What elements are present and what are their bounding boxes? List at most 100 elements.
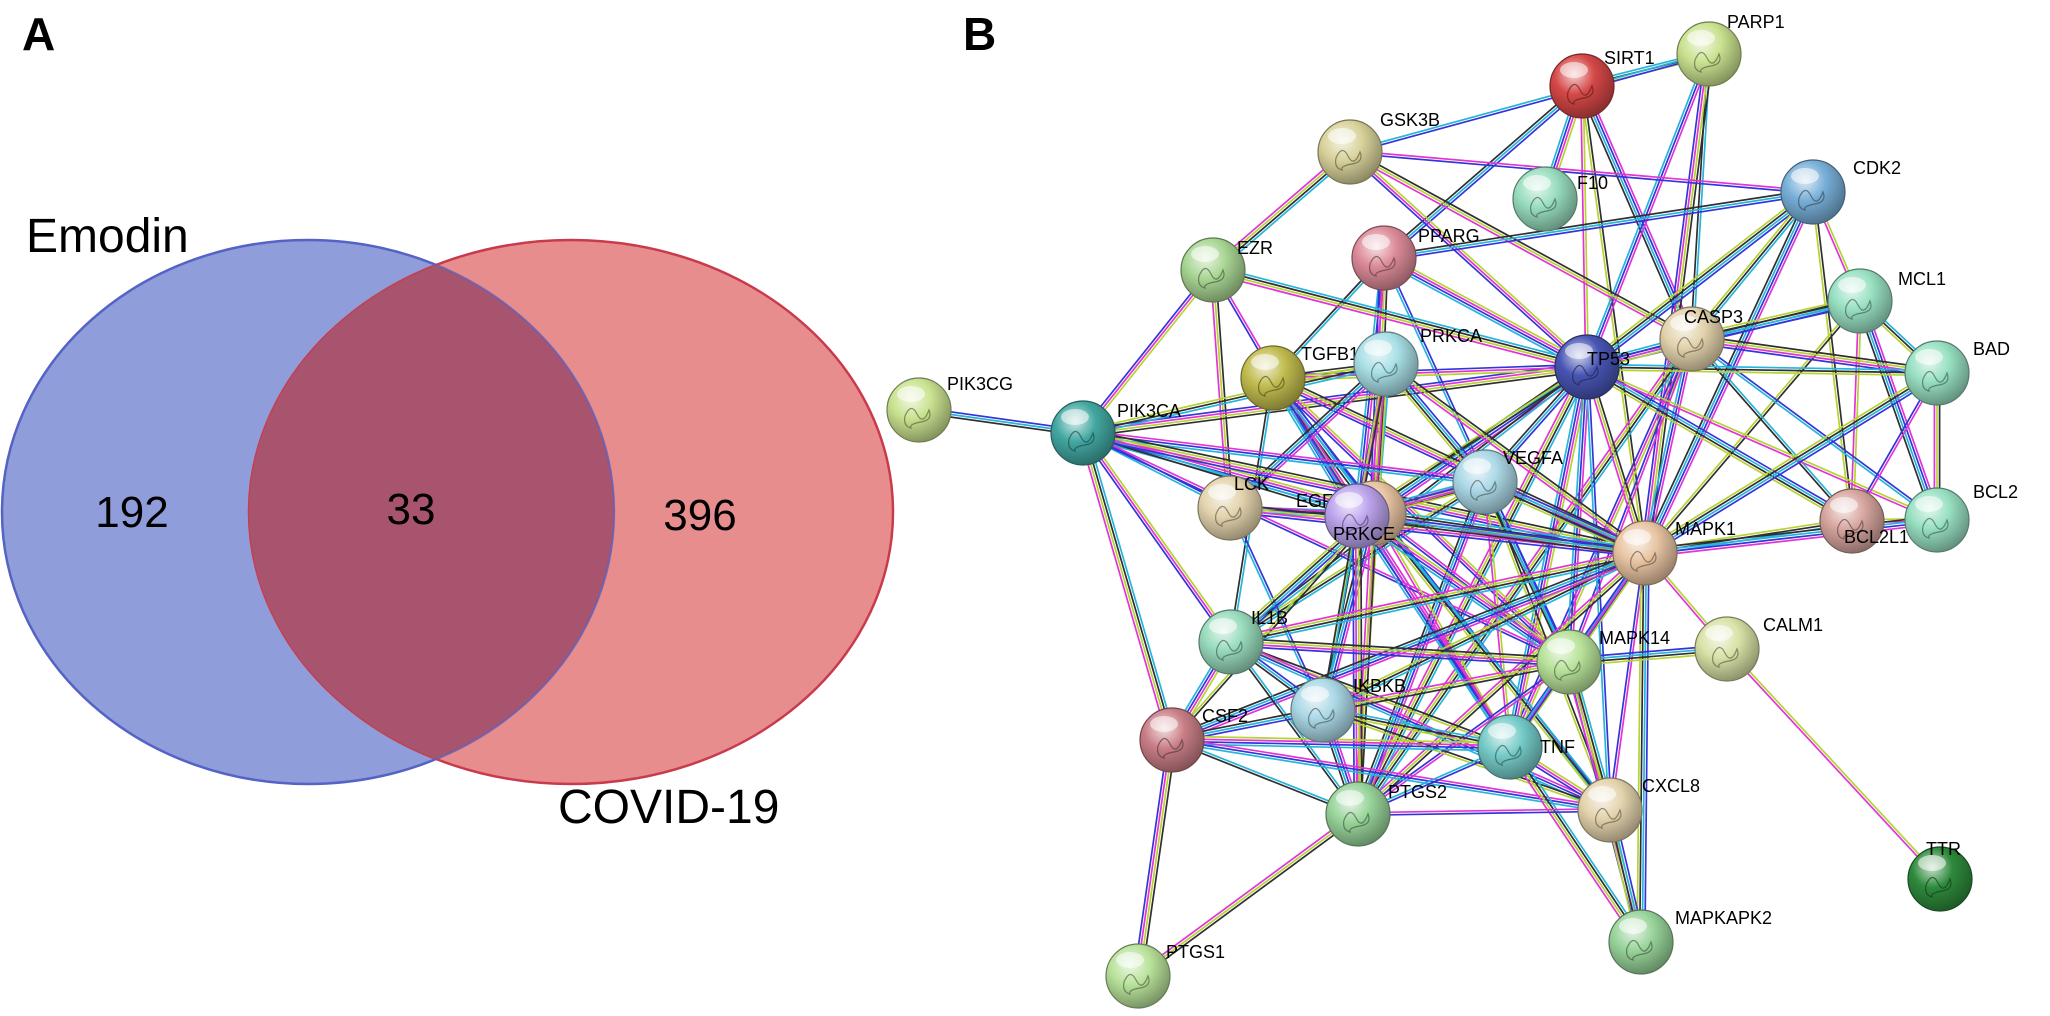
edge-strand xyxy=(1212,270,1587,370)
edge-prkca-mapk1 xyxy=(1383,361,1648,556)
node-ptgs2[interactable]: PTGS2 xyxy=(1325,781,1447,847)
edge-tp53-bad xyxy=(1586,363,1938,377)
node-prkce[interactable]: PRKCE xyxy=(1324,483,1395,549)
node-sirt1[interactable]: SIRT1 xyxy=(1549,48,1655,119)
node-highlight xyxy=(1364,340,1392,356)
edge-strand xyxy=(1133,739,1169,976)
node-highlight xyxy=(1208,484,1236,500)
edge-strand xyxy=(1349,151,1588,368)
node-parp1[interactable]: PARP1 xyxy=(1676,12,1785,87)
node-mapk14[interactable]: MAPK14 xyxy=(1536,628,1670,695)
node-bcl2l1[interactable]: BCL2L1 xyxy=(1819,488,1909,554)
node-f10[interactable]: F10 xyxy=(1512,166,1608,232)
protein-structure-icon xyxy=(1845,298,1872,320)
covid19-only-count: 396 xyxy=(663,491,736,540)
node-prkca[interactable]: PRKCA xyxy=(1353,326,1482,397)
protein-structure-icon xyxy=(1343,811,1370,833)
node-lck[interactable]: LCK xyxy=(1197,474,1269,541)
node-pik3cg[interactable]: PIK3CG xyxy=(886,374,1013,443)
edge-strand xyxy=(1138,740,1175,977)
edge-strand xyxy=(1691,339,1937,376)
edge-strand xyxy=(1384,193,1814,262)
edge-strand xyxy=(1084,431,1234,641)
edge-strand xyxy=(1355,550,1644,813)
node-highlight xyxy=(1687,30,1715,46)
node-tgfb1[interactable]: TGFB1 xyxy=(1240,344,1359,411)
node-tp53[interactable]: TP53 xyxy=(1554,334,1630,400)
node-casp3[interactable]: CASP3 xyxy=(1659,306,1743,372)
node-highlight xyxy=(1335,492,1363,508)
edge-csf2-ptgs1 xyxy=(1133,739,1177,977)
edge-strand xyxy=(1644,338,1693,554)
edge-strand xyxy=(1588,194,1816,371)
node-gsk3b[interactable]: GSK3B xyxy=(1317,110,1440,185)
node-label: PRKCA xyxy=(1420,326,1482,346)
node-ezr[interactable]: EZR xyxy=(1180,237,1273,303)
edge-strand xyxy=(1171,741,1610,814)
edge-strand xyxy=(1171,740,1358,816)
node-vegfa[interactable]: VEGFA xyxy=(1452,448,1563,515)
node-cxcl8[interactable]: CXCL8 xyxy=(1577,776,1700,843)
edge-strand xyxy=(1646,339,1696,554)
node-mapk1[interactable]: MAPK1 xyxy=(1612,519,1736,586)
protein-structure-icon xyxy=(1342,513,1369,535)
network-edges xyxy=(918,50,1942,979)
node-mcl1[interactable]: MCL1 xyxy=(1827,268,1946,334)
edge-strand xyxy=(1171,743,1510,752)
edge-strand xyxy=(1506,748,1639,945)
node-ttr[interactable]: TTR xyxy=(1907,839,1973,912)
edge-strand xyxy=(1645,301,1862,555)
node-highlight xyxy=(1362,234,1390,250)
node-calm1[interactable]: CALM1 xyxy=(1694,615,1823,682)
node-highlight xyxy=(1560,62,1588,78)
edge-strand xyxy=(1135,811,1357,975)
edge-strand xyxy=(1135,739,1172,976)
edge-gsk3b-tp53 xyxy=(1347,149,1590,370)
edge-strand xyxy=(1359,554,1648,817)
protein-structure-icon xyxy=(1198,267,1225,289)
edge-strand xyxy=(1691,342,1937,378)
node-label: CALM1 xyxy=(1763,615,1823,635)
edge-pik3ca-prkce xyxy=(1082,430,1358,519)
node-pik3ca[interactable]: PIK3CA xyxy=(1050,400,1181,466)
node-ptgs1[interactable]: PTGS1 xyxy=(1105,942,1225,1009)
edge-strand xyxy=(1860,300,1940,520)
edge-strand xyxy=(1584,369,1851,526)
node-il1b[interactable]: IL1B xyxy=(1198,608,1288,675)
edge-gsk3b-casp3 xyxy=(1348,148,1694,343)
node-highlight xyxy=(1116,952,1144,968)
protein-structure-icon xyxy=(1554,659,1581,681)
node-highlight xyxy=(1915,349,1943,365)
edge-strand xyxy=(1082,362,1587,430)
edge-strand xyxy=(1646,375,1940,558)
edge-strand xyxy=(1358,810,1611,817)
edge-strand xyxy=(1170,511,1374,740)
panel-letter-b: B xyxy=(963,8,996,60)
node-label: IKBKB xyxy=(1353,676,1406,696)
protein-structure-icon xyxy=(1371,361,1398,383)
edge-strand xyxy=(1582,85,1648,553)
node-pparg[interactable]: PPARG xyxy=(1351,225,1480,291)
node-bad[interactable]: BAD xyxy=(1904,339,2010,406)
node-label: CASP3 xyxy=(1684,307,1743,327)
node-csf2[interactable]: CSF2 xyxy=(1139,706,1248,773)
edge-strand xyxy=(1508,747,1641,944)
node-ikbkb[interactable]: IKBKB xyxy=(1290,676,1406,743)
node-mapkapk2[interactable]: MAPKAPK2 xyxy=(1608,908,1772,975)
node-highlight xyxy=(1191,246,1219,262)
node-label: MCL1 xyxy=(1898,269,1946,289)
edge-strand xyxy=(1852,301,1863,522)
emodin-only-count: 192 xyxy=(95,488,168,537)
edge-mcl1-mapk1 xyxy=(1643,299,1862,555)
node-highlight xyxy=(1705,625,1733,641)
edge-strand xyxy=(1584,367,1610,811)
node-highlight xyxy=(1328,128,1356,144)
node-bcl2[interactable]: BCL2 xyxy=(1904,482,2018,553)
edge-strand xyxy=(1580,86,1692,340)
protein-structure-icon xyxy=(1626,939,1653,961)
node-tnf[interactable]: TNF xyxy=(1477,714,1575,780)
node-cdk2[interactable]: CDK2 xyxy=(1780,158,1901,225)
edge-strand xyxy=(1644,517,1937,553)
edge-strand xyxy=(1323,663,1570,714)
edge-mapk1-csf2 xyxy=(1170,548,1647,745)
